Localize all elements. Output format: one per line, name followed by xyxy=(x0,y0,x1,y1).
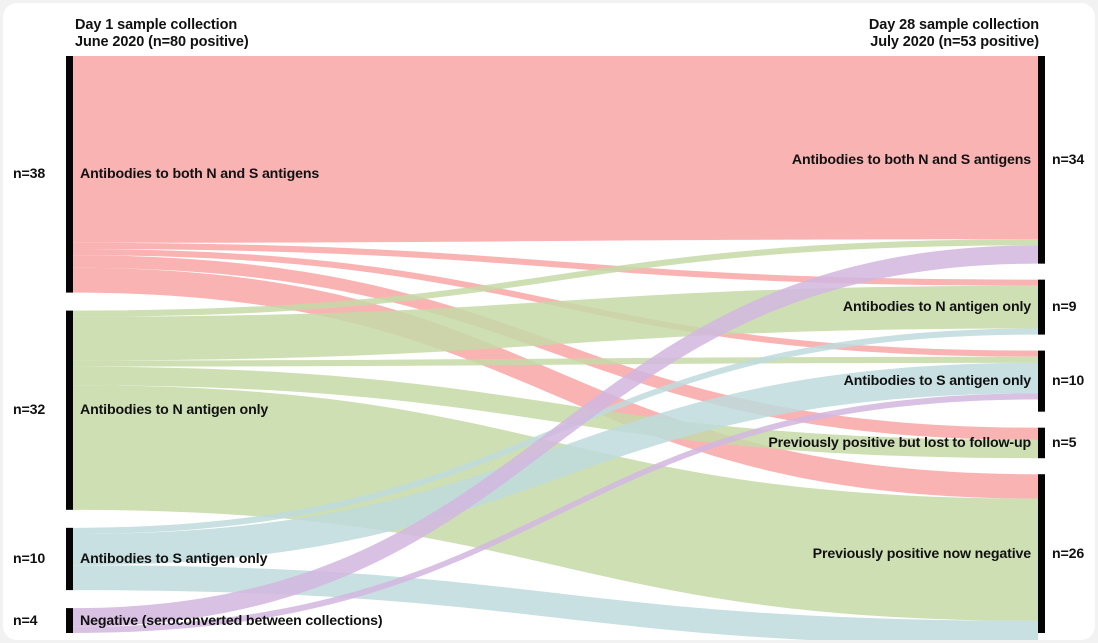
left-column-header: Day 1 sample collection June 2020 (n=80 … xyxy=(75,17,249,50)
node-count-tgt-n: n=9 xyxy=(1052,299,1077,316)
sankey-link xyxy=(73,56,1038,243)
node-label-src-s: Antibodies to S antigen only xyxy=(80,550,268,567)
sankey-link xyxy=(73,267,1038,499)
node-label-tgt-s: Antibodies to S antigen only xyxy=(843,373,1031,390)
node-label-src-both: Antibodies to both N and S antigens xyxy=(80,166,320,183)
node-label-src-negative: Negative (seroconverted between collecti… xyxy=(80,612,383,629)
sankey-diagram xyxy=(66,56,1045,640)
sankey-link xyxy=(73,366,1038,459)
sankey-node-src-both[interactable] xyxy=(66,56,73,293)
node-count-tgt-both: n=34 xyxy=(1052,151,1085,168)
sankey-link xyxy=(73,356,1038,367)
node-label-tgt-lost: Previously positive but lost to follow-u… xyxy=(768,434,1031,451)
sankey-link xyxy=(73,245,1038,627)
sankey-link xyxy=(73,362,1038,566)
sankey-link xyxy=(73,255,1038,440)
node-count-src-s: n=10 xyxy=(13,550,46,567)
sankey-node-tgt-n[interactable] xyxy=(1038,279,1045,335)
node-label-tgt-both: Antibodies to both N and S antigens xyxy=(791,151,1031,168)
sankey-link xyxy=(73,385,1038,621)
node-label-tgt-n: Antibodies to N antigen only xyxy=(842,299,1031,316)
sankey-link xyxy=(73,239,1038,317)
sankey-node-src-n[interactable] xyxy=(66,310,73,510)
node-label-src-n: Antibodies to N antigen only xyxy=(80,402,269,419)
node-count-src-both: n=38 xyxy=(13,166,46,183)
sankey-node-tgt-negative[interactable] xyxy=(1038,474,1045,633)
sankey-link xyxy=(73,242,1038,286)
node-count-src-negative: n=4 xyxy=(13,612,38,629)
figure-card: Day 1 sample collection June 2020 (n=80 … xyxy=(3,3,1095,640)
sankey-node-src-s[interactable] xyxy=(66,527,73,591)
sankey-link xyxy=(73,393,1038,633)
sankey-node-tgt-both[interactable] xyxy=(1038,56,1045,264)
links-layer xyxy=(73,56,1038,640)
node-label-tgt-negative: Previously positive now negative xyxy=(812,545,1031,562)
sankey-link xyxy=(73,285,1038,361)
sankey-node-tgt-s[interactable] xyxy=(1038,350,1045,412)
node-count-tgt-lost: n=5 xyxy=(1052,434,1077,451)
nodes-layer xyxy=(66,56,1045,633)
node-count-src-n: n=32 xyxy=(13,402,46,419)
node-count-tgt-negative: n=26 xyxy=(1052,545,1085,562)
sankey-node-tgt-lost[interactable] xyxy=(1038,427,1045,459)
node-count-tgt-s: n=10 xyxy=(1052,373,1085,390)
right-column-header: Day 28 sample collection July 2020 (n=53… xyxy=(868,17,1039,50)
sankey-node-src-negative[interactable] xyxy=(66,608,73,633)
